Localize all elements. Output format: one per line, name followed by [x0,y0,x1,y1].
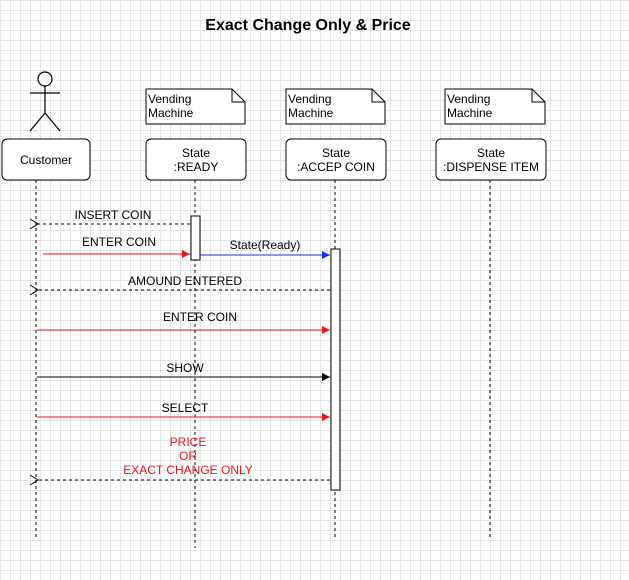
note-vending-machine-3: Vending Machine [444,88,546,125]
lifeline-label: Customer [20,153,72,167]
lifeline-box-dispense-item: State :DISPENSE ITEM [435,138,547,181]
message-enter-coin-2: ENTER COIN [37,310,330,334]
message-select: SELECT [37,401,330,421]
lifeline-label: State [477,146,505,160]
diagram-title: Exact Change Only & Price [205,17,411,34]
lifeline-label: State [322,146,350,160]
note-vending-machine-2: Vending Machine [285,88,386,125]
message-insert-coin: INSERT COIN [38,208,190,224]
activation-bar-accep-coin [330,248,341,491]
lifeline-box-accep-coin: State :ACCEP COIN [285,138,387,181]
message-label: INSERT COIN [75,208,152,222]
note-text-line2: Machine [447,106,493,120]
lifeline-state: :ACCEP COIN [297,160,375,174]
activation-bar-ready [190,215,201,261]
message-label: State(Ready) [230,238,301,252]
message-state-ready: State(Ready) [200,238,330,259]
message-show: SHOW [37,361,330,381]
message-enter-coin-1: ENTER COIN [43,235,190,258]
note-text-line1: Vending [447,92,490,106]
message-label-price: PRICE [170,435,207,449]
message-label-or: OR [179,449,197,463]
message-label: AMOUND ENTERED [128,274,242,288]
lifeline-state: :READY [174,160,219,174]
note-text-line1: Vending [288,92,331,106]
note-text-line2: Machine [148,106,194,120]
lifeline-box-ready: State :READY [145,138,247,181]
message-label: SHOW [166,361,204,375]
note-vending-machine-1: Vending Machine [145,88,246,125]
message-amound-entered: AMOUND ENTERED [38,274,330,290]
lifeline-state: :DISPENSE ITEM [443,160,539,174]
message-label-exact-change: EXACT CHANGE ONLY [123,463,253,477]
note-text-line2: Machine [288,106,334,120]
note-text-line1: Vending [148,92,191,106]
lifeline-label: State [182,146,210,160]
lifeline-box-customer: Customer [1,138,91,181]
message-label: SELECT [162,401,209,415]
message-price-or-exact-change: PRICE OR EXACT CHANGE ONLY [38,435,330,480]
message-label: ENTER COIN [82,235,156,249]
stick-figure-icon [29,71,61,132]
message-label: ENTER COIN [163,310,237,324]
